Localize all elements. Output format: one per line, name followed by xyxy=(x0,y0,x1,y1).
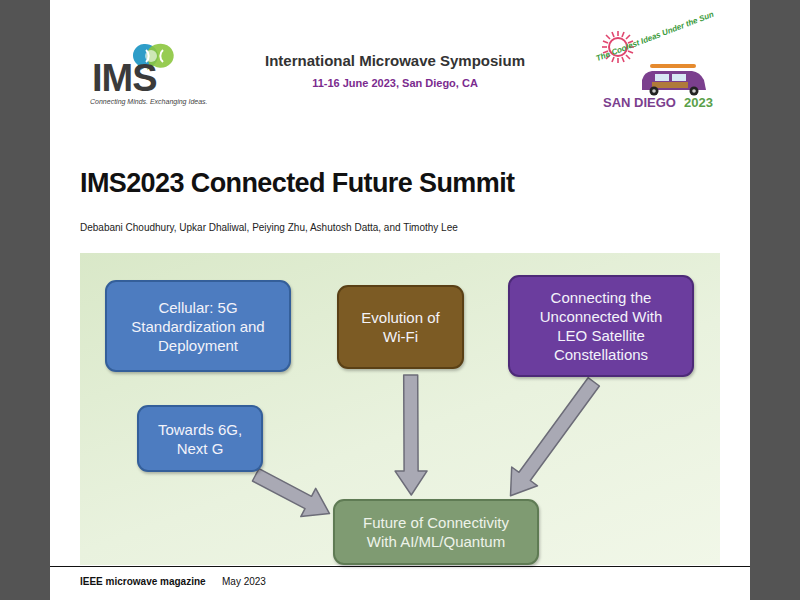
box-label: Future of Connectivity With AI/ML/Quantu… xyxy=(355,513,517,551)
box-label: Connecting the Unconnected With LEO Sate… xyxy=(530,288,672,364)
woodie-car xyxy=(642,64,706,96)
topic-box: Cellular: 5G Standardization and Deploym… xyxy=(105,280,291,372)
logo-city: SAN DIEGO xyxy=(603,95,676,110)
side-bar xyxy=(750,0,800,600)
footer-date: May 2023 xyxy=(222,576,266,587)
topic-box: Towards 6G, Next G xyxy=(137,405,263,472)
logo-year: 2023 xyxy=(684,95,713,110)
side-bar xyxy=(0,0,50,600)
footer-journal: IEEE microwave magazine xyxy=(80,576,206,587)
header-title: International Microwave Symposium xyxy=(200,52,590,69)
header-date: 11-16 June 2023, San Diego, CA xyxy=(200,77,590,89)
box-label: Towards 6G, Next G xyxy=(153,420,247,458)
author-list: Debabani Choudhury, Upkar Dhaliwal, Peiy… xyxy=(80,222,458,233)
page-title: IMS2023 Connected Future Summit xyxy=(80,168,514,199)
topic-box: Evolution of Wi-Fi xyxy=(337,285,464,369)
box-label: Cellular: 5G Standardization and Deploym… xyxy=(127,298,269,355)
logo-tagline: Connecting Minds. Exchanging Ideas. xyxy=(90,98,208,105)
topic-box: Connecting the Unconnected With LEO Sate… xyxy=(508,275,694,377)
topic-box: Future of Connectivity With AI/ML/Quantu… xyxy=(333,499,539,565)
block-arrow xyxy=(252,469,329,517)
block-arrow xyxy=(395,375,427,495)
box-label: Evolution of Wi-Fi xyxy=(361,308,440,346)
block-arrow xyxy=(511,378,600,496)
logo-slogan: The Coolest Ideas Under the Sun xyxy=(595,10,715,63)
footer-rule xyxy=(50,566,750,567)
logo-wordmark: IMS xyxy=(92,58,157,98)
